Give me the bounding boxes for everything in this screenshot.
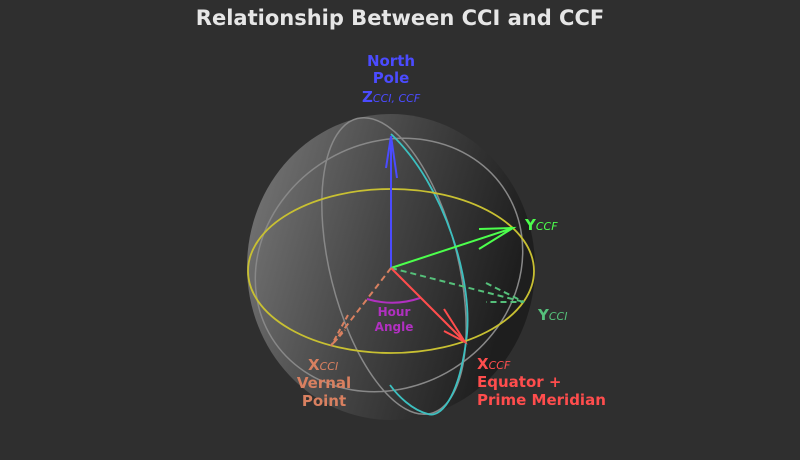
x-ccf-desc-1: Equator + xyxy=(477,373,561,391)
y-ccf-arrow xyxy=(390,227,514,269)
x-cci-label: XCCI xyxy=(308,356,338,374)
x-cci-desc-2: Point xyxy=(302,392,346,410)
z-axis-label: ZCCI, CCF xyxy=(362,88,421,106)
north-pole-label: North xyxy=(367,52,415,70)
y-cci-label: YCCI xyxy=(537,306,567,324)
x-cci-arrow-head xyxy=(330,314,349,347)
y-ccf-label: YCCF xyxy=(524,216,558,234)
x-cci-arrow xyxy=(330,267,392,347)
y-ccf-arrow-head xyxy=(478,226,517,250)
y-cci-arrow xyxy=(390,267,525,303)
meridian-circle xyxy=(254,137,524,393)
x-ccf-desc-2: Prime Meridian xyxy=(477,391,606,409)
prime-meridian xyxy=(389,133,469,416)
x-ccf-arrow xyxy=(390,267,466,343)
y-cci-arrow-head xyxy=(485,282,525,303)
hour-angle-arc xyxy=(366,297,421,304)
z-arrow-head xyxy=(385,135,398,179)
diagram-title: Relationship Between CCI and CCF xyxy=(195,6,605,30)
x-ccf-label: XCCF xyxy=(477,355,511,373)
x-cci-desc-1: Vernal xyxy=(297,374,351,392)
hour-angle-label: Hour xyxy=(378,305,411,319)
hour-angle-label-2: Angle xyxy=(375,320,414,334)
x-ccf-arrow-head xyxy=(443,308,468,345)
north-pole-label-2: Pole xyxy=(373,69,410,87)
